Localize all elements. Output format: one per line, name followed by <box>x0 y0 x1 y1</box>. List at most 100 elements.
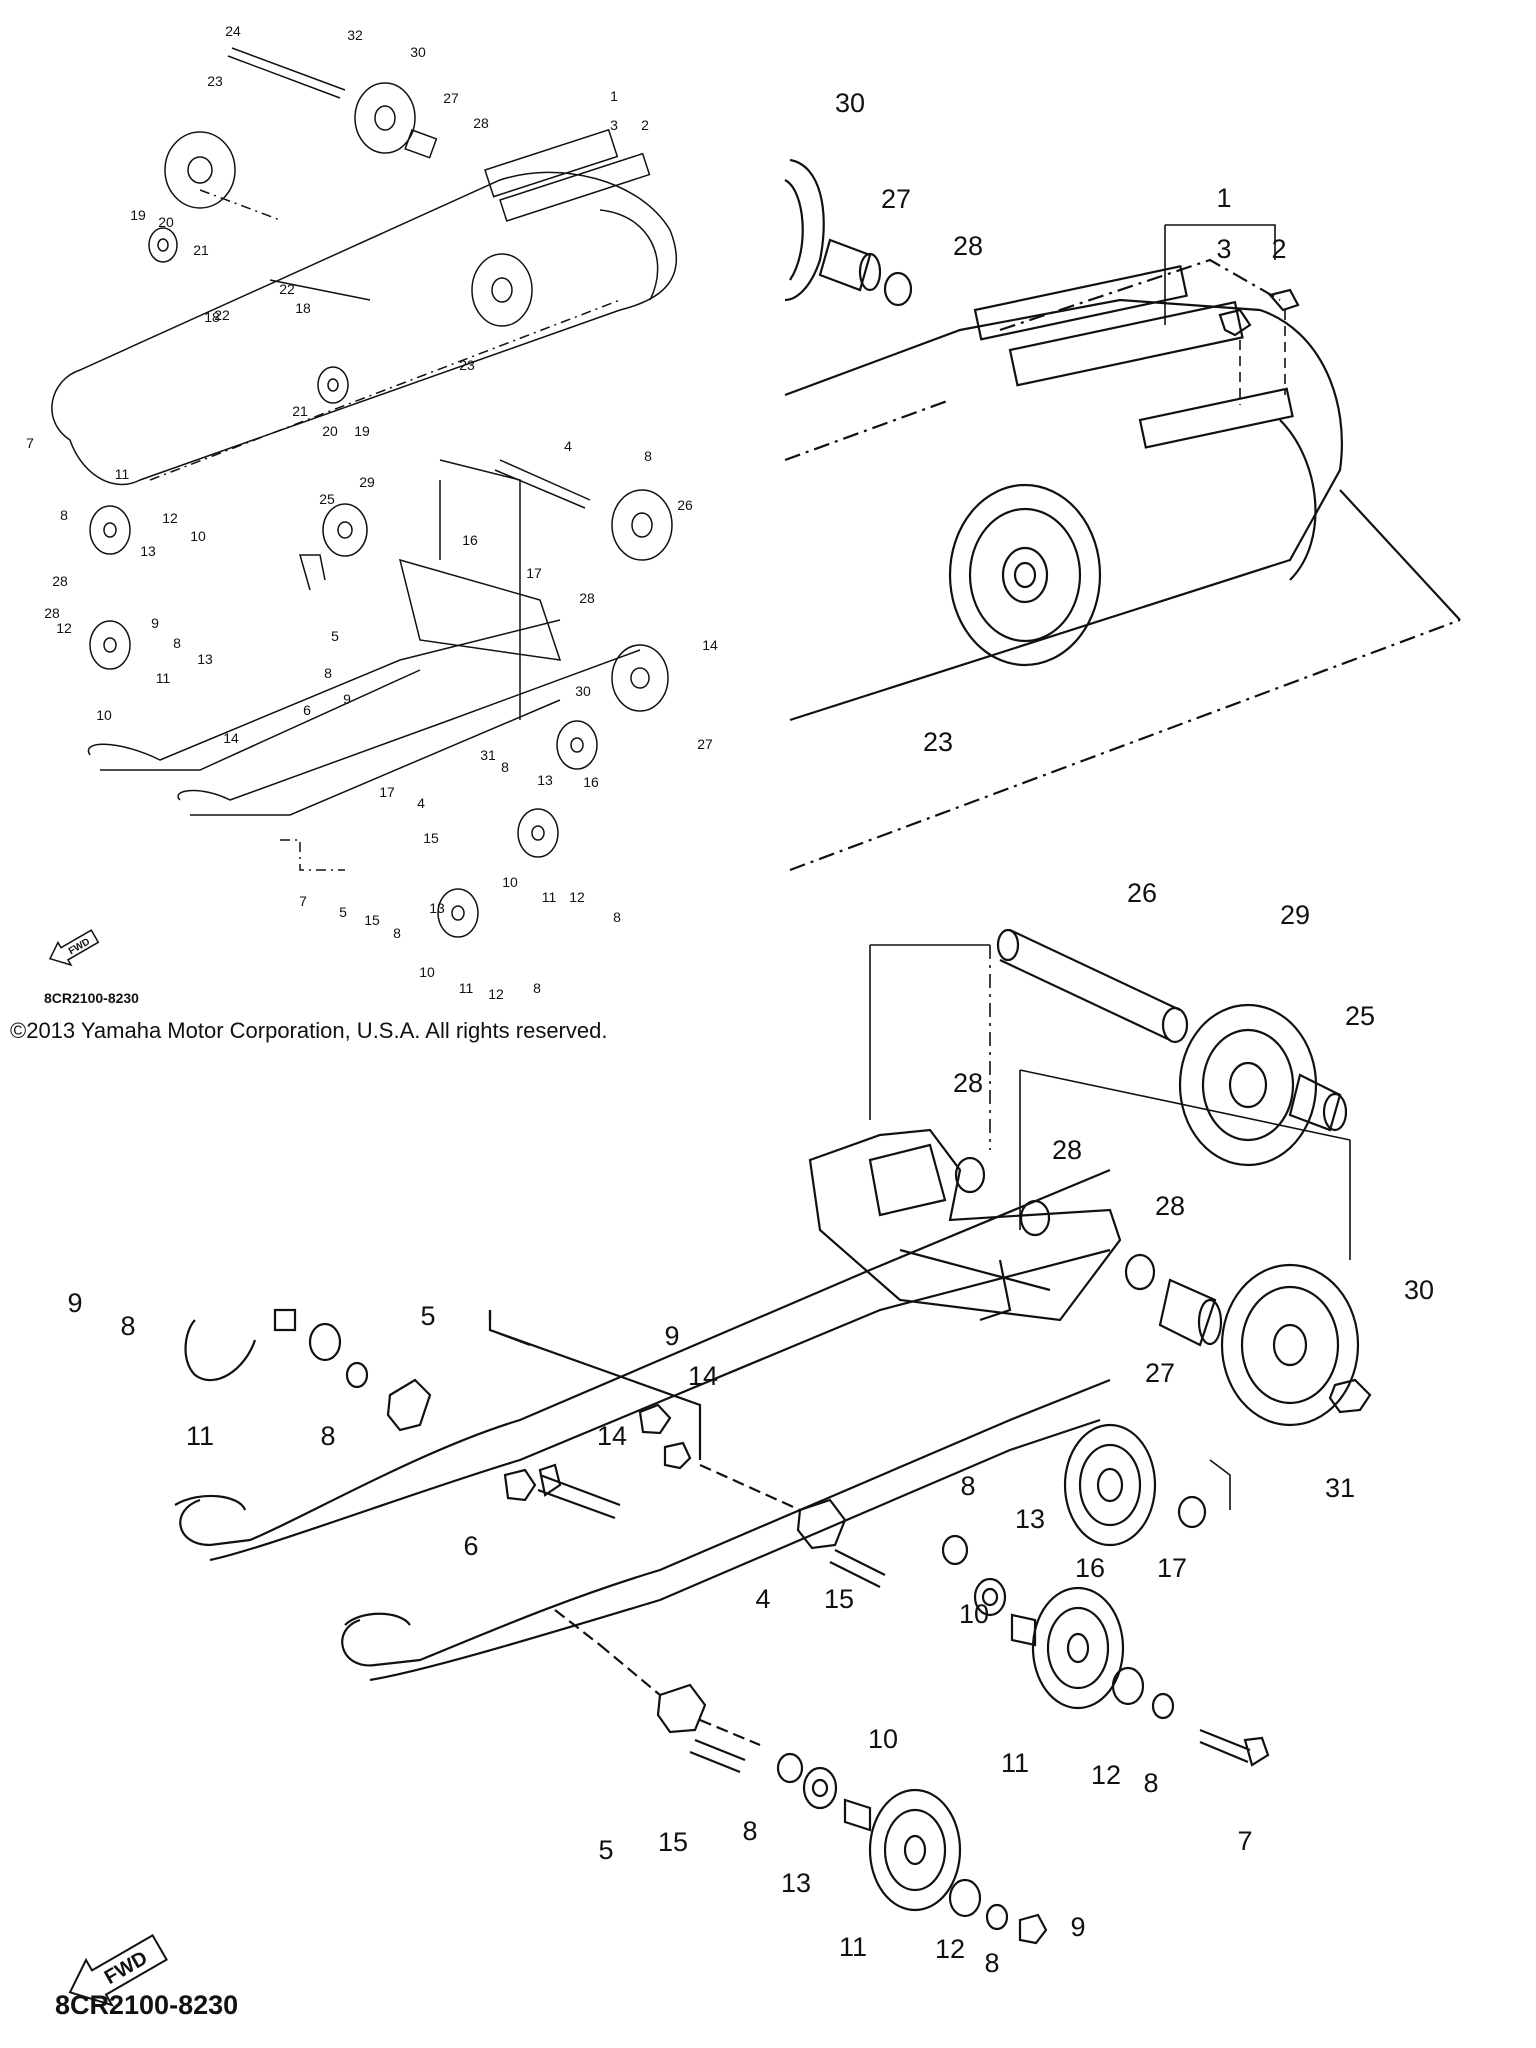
detail-callout-15: 15 <box>824 1584 854 1614</box>
detail-callout-1: 1 <box>1216 183 1231 213</box>
overview-callout-13: 13 <box>197 651 213 667</box>
overview-callout-2: 2 <box>641 117 649 133</box>
overview-callout-21: 21 <box>193 242 209 258</box>
overview-callout-15: 15 <box>423 830 439 846</box>
overview-callout-11: 11 <box>115 466 130 482</box>
overview-callout-10: 10 <box>96 707 112 723</box>
detail-callout-29: 29 <box>1280 900 1310 930</box>
detail-callout-11: 11 <box>186 1421 214 1451</box>
detail-track-lugs <box>973 265 1317 581</box>
overview-callout-8: 8 <box>60 507 68 523</box>
overview-callout-14: 14 <box>223 730 239 746</box>
detail-callout-6: 6 <box>463 1531 478 1561</box>
wheel-30-lower <box>611 644 669 712</box>
overview-callout-8: 8 <box>613 909 621 925</box>
detail-callout-15: 15 <box>658 1827 688 1857</box>
detail-wheel-16 <box>1063 1423 1157 1547</box>
detail-callout-28: 28 <box>1052 1135 1082 1165</box>
detail-callout-14: 14 <box>597 1421 627 1451</box>
overview-callout-13: 13 <box>140 543 156 559</box>
detail-callout-8: 8 <box>120 1311 135 1341</box>
wheel-23-top <box>164 131 236 209</box>
detail-rail-lower <box>341 1378 1111 1667</box>
overview-callout-8: 8 <box>173 635 181 651</box>
detail-bracket-4 <box>796 1498 847 1550</box>
overview-callout-19: 19 <box>130 207 146 223</box>
detail-callout-3: 3 <box>1216 234 1231 264</box>
overview-callout-1: 1 <box>610 88 618 104</box>
overview-callout-13: 13 <box>429 900 445 916</box>
detail-callout-31: 31 <box>1325 1473 1355 1503</box>
overview-callout-23: 23 <box>459 357 475 373</box>
detail-bolt-7 <box>1199 1728 1270 1767</box>
overview-callout-17: 17 <box>526 565 542 581</box>
overview-callout-9: 9 <box>151 615 159 631</box>
detail-wheel-30 <box>1220 1263 1360 1427</box>
overview-callout-20: 20 <box>322 423 338 439</box>
detail-callout-4: 4 <box>755 1584 770 1614</box>
detail-nut-9 <box>638 1403 672 1435</box>
wheel-20-left <box>148 227 178 263</box>
overview-callout-10: 10 <box>502 874 518 890</box>
detail-washer-28-a <box>954 1156 986 1194</box>
detail-callout-30: 30 <box>1404 1275 1434 1305</box>
overview-callout-28: 28 <box>579 590 595 606</box>
overview-callout-24: 24 <box>225 23 241 39</box>
detail-callout-8: 8 <box>742 1816 757 1846</box>
detail-wheel-11-mid <box>1031 1586 1125 1710</box>
overview-callout-12: 12 <box>569 889 585 905</box>
detail-callout-10: 10 <box>868 1724 898 1754</box>
overview-callout-15: 15 <box>364 912 380 928</box>
detail-diagram <box>174 158 1461 1945</box>
detail-bracket-5-lower <box>656 1683 707 1734</box>
overview-callout-30: 30 <box>575 683 591 699</box>
detail-callout-11: 11 <box>1001 1748 1029 1778</box>
wheel-30-top <box>354 82 416 154</box>
detail-callout-25: 25 <box>1345 1001 1375 1031</box>
detail-callout-7: 7 <box>1237 1826 1252 1856</box>
overview-callout-6: 6 <box>303 702 311 718</box>
detail-callout-12: 12 <box>1091 1760 1121 1790</box>
detail-spacer-27 <box>1158 1278 1223 1347</box>
detail-callout-13: 13 <box>781 1868 811 1898</box>
overview-callout-10: 10 <box>190 528 206 544</box>
wheel-29 <box>611 489 673 561</box>
overview-callout-5: 5 <box>331 628 339 644</box>
fwd-label-small: FWD <box>67 936 92 957</box>
track-lugs <box>484 128 659 301</box>
detail-callout-9: 9 <box>67 1288 82 1318</box>
overview-callout-23: 23 <box>207 73 223 89</box>
overview-callout-12: 12 <box>162 510 178 526</box>
overview-callout-17: 17 <box>379 784 395 800</box>
overview-callout-20: 20 <box>158 214 174 230</box>
copyright-notice: ©2013 Yamaha Motor Corporation, U.S.A. A… <box>10 1018 608 1043</box>
overview-callout-19: 19 <box>354 423 370 439</box>
overview-callout-18: 18 <box>295 300 311 316</box>
overview-callout-8: 8 <box>393 925 401 941</box>
detail-wheel-29 <box>1178 1003 1318 1167</box>
detail-callout-16: 16 <box>1075 1553 1105 1583</box>
detail-callout-12: 12 <box>935 1934 965 1964</box>
detail-nut-14-b <box>503 1468 537 1502</box>
detail-wheel-11-lower <box>868 1788 962 1912</box>
detail-track-belt <box>784 298 1343 722</box>
upper-frame <box>398 558 562 661</box>
overview-callout-28: 28 <box>473 115 489 131</box>
overview-callout-11: 11 <box>156 670 171 686</box>
detail-washer-28-c <box>1124 1253 1156 1291</box>
overview-callout-8: 8 <box>501 759 509 775</box>
detail-wheel-30-top <box>784 158 825 302</box>
overview-callout-11: 11 <box>542 889 557 905</box>
detail-callout-5: 5 <box>420 1301 435 1331</box>
detail-diagram-code: 8CR2100-8230 <box>55 1990 239 2020</box>
detail-bolt-6 <box>537 1463 621 1520</box>
detail-callout-27: 27 <box>1145 1358 1175 1388</box>
overview-callout-32: 32 <box>347 27 363 43</box>
detail-bracket-5-upper <box>386 1378 432 1432</box>
detail-callout-28: 28 <box>1155 1191 1185 1221</box>
detail-spacer-27-top <box>818 238 882 292</box>
overview-callout-10: 10 <box>419 964 435 980</box>
detail-washer-17 <box>1177 1495 1207 1529</box>
detail-clip-2 <box>1267 288 1300 312</box>
